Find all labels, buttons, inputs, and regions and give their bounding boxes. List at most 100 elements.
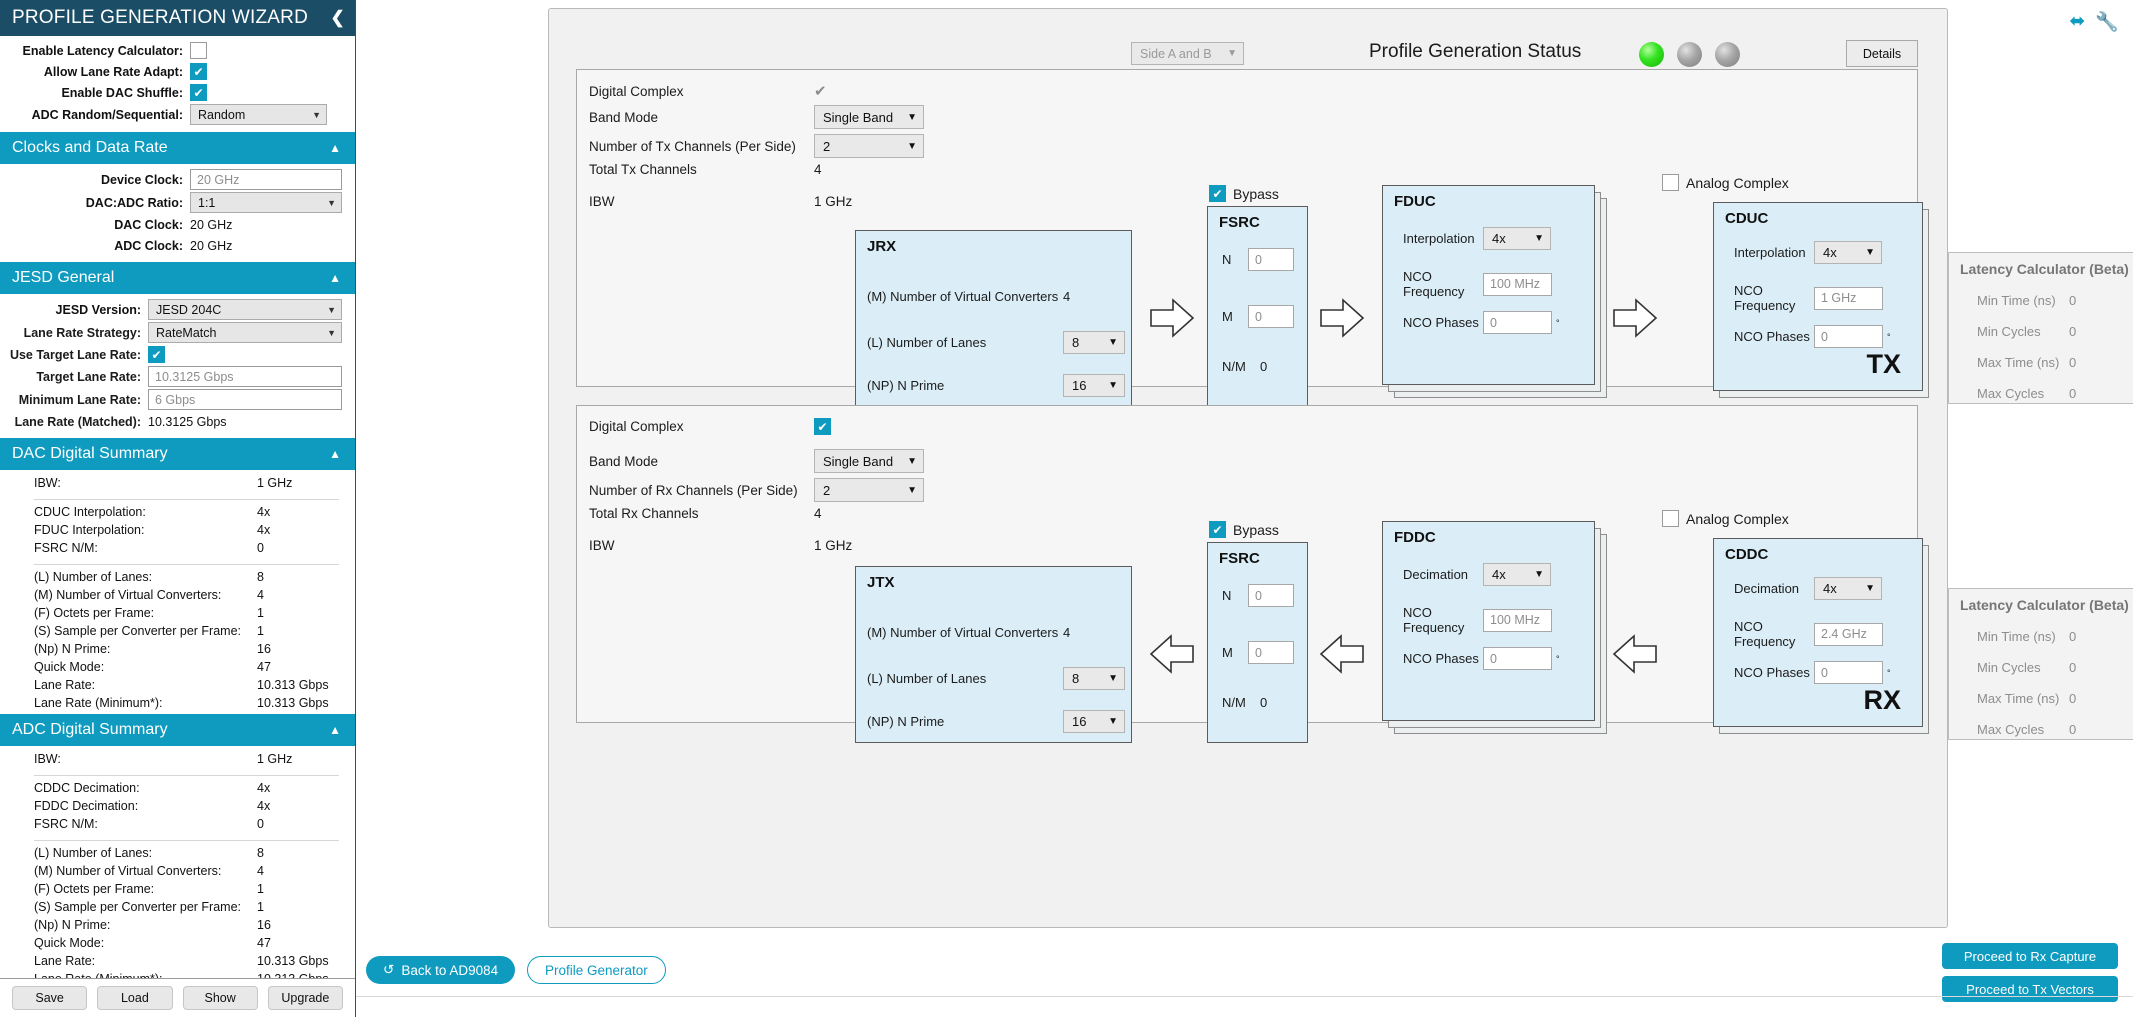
checkbox-tx-bypass[interactable] [1209,185,1226,202]
status-led-1 [1639,42,1664,67]
jtx-block: JTX (M) Number of Virtual Converters 4 (… [855,566,1132,743]
select-tx-channels-per-side[interactable]: 2 ▼ [814,134,924,158]
rx-analog-complex-control[interactable]: Analog Complex [1662,510,1789,527]
select-jrx-nprime[interactable]: 16 ▼ [1063,374,1125,397]
checkbox-rx-bypass[interactable] [1209,521,1226,538]
input-cddc-nco-phases[interactable]: 0 [1814,661,1883,684]
input-fduc-nco-frequency[interactable]: 100 MHz [1483,272,1552,296]
select-rx-channels-per-side[interactable]: 2 ▼ [814,478,924,502]
select-dac-adc-ratio[interactable]: 1:1 ▼ [190,192,342,213]
label-enable-latency-calculator: Enable Latency Calculator: [22,43,183,58]
input-cddc-nco-frequency[interactable]: 2.4 GHz [1814,622,1883,646]
row-dac-adc-ratio: DAC:ADC Ratio: 1:1 ▼ [0,191,355,214]
wrench-icon[interactable]: 🔧 [2095,12,2119,33]
input-fddc-nco-phases[interactable]: 0 [1483,647,1552,670]
input-cduc-nco-frequency[interactable]: 1 GHz [1814,286,1883,310]
summary-value: 16 [257,918,271,932]
summary-row: IBW: 1 GHz [0,752,355,770]
input-fsrc-n[interactable]: 0 [1248,248,1294,271]
row-lane-rate-strategy: Lane Rate Strategy: RateMatch ▼ [0,321,355,344]
tx-panel: Digital Complex ✔ Band Mode Single Band … [576,69,2133,407]
profile-generator-button[interactable]: Profile Generator [527,956,666,984]
select-cduc-interpolation[interactable]: 4x ▼ [1814,241,1882,264]
select-adc-random-sequential[interactable]: Random ▼ [190,104,327,125]
checkbox-allow-lane-rate-adapt[interactable] [190,63,207,80]
load-button[interactable]: Load [97,986,173,1010]
back-to-ad9084-button[interactable]: ↺ Back to AD9084 [366,956,516,984]
upgrade-button[interactable]: Upgrade [267,986,343,1010]
input-fsrc-n[interactable]: 0 [1248,584,1294,607]
input-fsrc-m[interactable]: 0 [1248,641,1294,664]
label-nco-frequency: NCO Frequency [1403,605,1465,635]
input-value: 0 [1255,252,1262,267]
summary-value: 1 [257,900,264,914]
summary-key: FSRC N/M: [34,541,98,555]
row-jrx-nprime: (NP) N Prime 16 ▼ [867,374,1125,397]
proceed-to-tx-vectors-button[interactable]: Proceed to Tx Vectors [1942,976,2118,1002]
input-fduc-nco-phases[interactable]: 0 [1483,311,1552,334]
save-button[interactable]: Save [12,986,88,1010]
summary-key: CDUC Interpolation: [34,505,146,519]
input-target-lane-rate[interactable]: 10.3125 Gbps [148,366,342,387]
summary-value: 4x [257,799,271,813]
input-value: 0 [1255,645,1262,660]
section-header-jesd-general[interactable]: JESD General ▲ [0,262,355,294]
details-button[interactable]: Details [1846,40,1918,67]
summary-key: Lane Rate (Minimum*): [34,972,163,979]
proceed-to-rx-capture-button[interactable]: Proceed to Rx Capture [1942,943,2118,969]
expand-arrows-icon[interactable]: ⬌ [2069,11,2086,32]
rx-bypass-control[interactable]: Bypass [1209,521,1279,538]
chevron-down-icon: ▼ [1865,583,1875,594]
section-header-dac-digital-summary[interactable]: DAC Digital Summary ▲ [0,438,355,470]
chevron-left-icon[interactable]: ❮ [330,8,345,27]
jtx-title: JTX [867,574,895,591]
row-total-tx-channels: Total Tx Channels 4 [589,162,822,177]
row-fsrc-nm: N/M 0 [1222,695,1267,710]
summary-value: 8 [257,570,264,584]
value-ibw: 1 GHz [814,538,853,553]
label-ibw: IBW [589,538,615,553]
select-lane-rate-strategy[interactable]: RateMatch ▼ [148,322,342,343]
section-header-clocks-and-data-rate[interactable]: Clocks and Data Rate ▲ [0,132,355,164]
input-cduc-nco-phases[interactable]: 0 [1814,325,1883,348]
select-jtx-nprime[interactable]: 16 ▼ [1063,710,1125,733]
select-fddc-decimation[interactable]: 4x ▼ [1483,563,1551,586]
checkbox-use-target-lane-rate[interactable] [148,346,165,363]
select-fduc-interpolation[interactable]: 4x ▼ [1483,227,1551,250]
select-jesd-version[interactable]: JESD 204C ▼ [148,299,342,320]
select-cddc-decimation[interactable]: 4x ▼ [1814,577,1882,600]
checkbox-rx-analog-complex[interactable] [1662,510,1679,527]
tx-bypass-control[interactable]: Bypass [1209,185,1279,202]
tx-analog-complex-control[interactable]: Analog Complex [1662,174,1789,191]
input-fsrc-m[interactable]: 0 [1248,305,1294,328]
fddc-title: FDDC [1394,529,1436,546]
select-rx-band-mode[interactable]: Single Band ▼ [814,449,924,473]
select-jrx-lanes[interactable]: 8 ▼ [1063,331,1125,354]
checkbox-enable-latency-calculator[interactable] [190,42,207,59]
summary-value: 4x [257,523,271,537]
checkbox-rx-digital-complex[interactable] [814,418,831,435]
label-number-of-tx-channels: Number of Tx Channels (Per Side) [589,138,796,154]
row-fsrc-m: M 0 [1222,641,1294,664]
select-jtx-lanes[interactable]: 8 ▼ [1063,667,1125,690]
chevron-down-icon: ▼ [907,455,917,467]
value-total-tx-channels: 4 [814,162,822,177]
label-interpolation: Interpolation [1734,245,1806,260]
summary-value: 8 [257,846,264,860]
fddc-block: FDDC Decimation 4x ▼ NCO Frequency 100 M… [1382,521,1595,721]
row-cddc-nco-frequency: NCO Frequency 2.4 GHz [1734,619,1883,649]
label-adc-random-sequential: ADC Random/Sequential: [31,107,183,122]
side-select-dropdown[interactable]: Side A and B ▼ [1131,42,1244,65]
label-nco-phases: NCO Phases [1403,651,1479,666]
chevron-down-icon: ▼ [907,140,917,152]
checkbox-enable-dac-shuffle[interactable] [190,84,207,101]
label-analog-complex: Analog Complex [1686,174,1789,191]
input-fddc-nco-frequency[interactable]: 100 MHz [1483,608,1552,632]
input-minimum-lane-rate[interactable]: 6 Gbps [148,389,342,410]
show-button[interactable]: Show [182,986,258,1010]
checkbox-tx-analog-complex[interactable] [1662,174,1679,191]
section-header-adc-digital-summary[interactable]: ADC Digital Summary ▲ [0,714,355,746]
row-max-time: Max Time (ns)0 [1977,355,2076,370]
select-tx-band-mode[interactable]: Single Band ▼ [814,105,924,129]
input-device-clock[interactable]: 20 GHz [190,169,342,190]
